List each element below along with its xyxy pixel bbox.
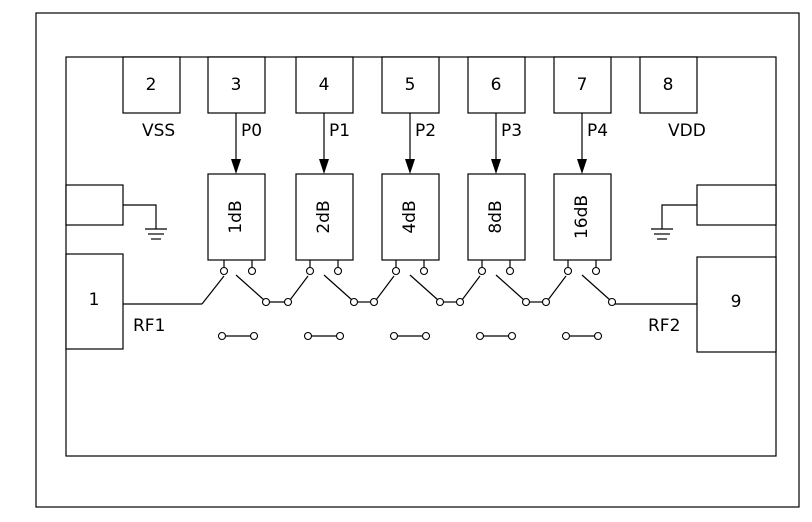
pin-7-pad bbox=[553, 56, 612, 114]
p0-label: P0 bbox=[241, 121, 262, 141]
pin-2-pad bbox=[122, 56, 181, 114]
pin-1-label: 1 bbox=[89, 290, 100, 310]
attenuator-8db-box bbox=[467, 173, 526, 261]
p3-label: P3 bbox=[501, 121, 522, 141]
attenuator-2db-label: 2dB bbox=[314, 200, 334, 233]
switch-contacts bbox=[219, 266, 617, 307]
attenuator-4db-box bbox=[381, 173, 440, 261]
pin-5-label: 5 bbox=[405, 75, 416, 95]
attenuator-1db-box bbox=[207, 173, 266, 261]
control-line-p0 bbox=[231, 113, 241, 174]
pin-8-label: 8 bbox=[663, 75, 674, 95]
pin-5-pad bbox=[381, 56, 440, 114]
pin-4-label: 4 bbox=[319, 75, 330, 95]
pin-1-pad bbox=[65, 253, 124, 350]
p2-label: P2 bbox=[415, 121, 436, 141]
vdd-label: VDD bbox=[668, 121, 706, 141]
bypass-switch-3 bbox=[389, 331, 431, 341]
bypass-switch-5 bbox=[561, 331, 603, 341]
bypass-switch-1 bbox=[217, 331, 259, 341]
left-ground-pad bbox=[65, 184, 167, 240]
pin-3-pad bbox=[207, 56, 266, 114]
rf1-label: RF1 bbox=[133, 316, 165, 336]
pin-6-label: 6 bbox=[491, 75, 502, 95]
pin-2-label: 2 bbox=[146, 75, 157, 95]
p1-label: P1 bbox=[329, 121, 350, 141]
rf-signal-path bbox=[123, 260, 697, 305]
attenuator-2db-box bbox=[295, 173, 354, 261]
attenuator-16db-label: 16dB bbox=[572, 195, 592, 239]
bypass-switch-4 bbox=[475, 331, 517, 341]
vss-label: VSS bbox=[142, 121, 175, 141]
attenuator-16db-box bbox=[553, 173, 612, 261]
control-line-p2 bbox=[405, 113, 415, 174]
attenuator-8db-label: 8dB bbox=[486, 200, 506, 233]
pin-9-label: 9 bbox=[731, 292, 742, 312]
attenuator-4db-label: 4dB bbox=[400, 200, 420, 233]
attenuator-1db-label: 1dB bbox=[226, 200, 246, 233]
bypass-switch-2 bbox=[303, 331, 345, 341]
pin-8-pad bbox=[639, 56, 698, 114]
control-line-p4 bbox=[577, 113, 587, 174]
right-ground-pad bbox=[651, 184, 777, 240]
p4-label: P4 bbox=[587, 121, 608, 141]
control-line-p3 bbox=[491, 113, 501, 174]
control-line-p1 bbox=[319, 113, 329, 174]
rf2-label: RF2 bbox=[648, 316, 680, 336]
pin-7-label: 7 bbox=[577, 75, 588, 95]
pin-3-label: 3 bbox=[231, 75, 242, 95]
